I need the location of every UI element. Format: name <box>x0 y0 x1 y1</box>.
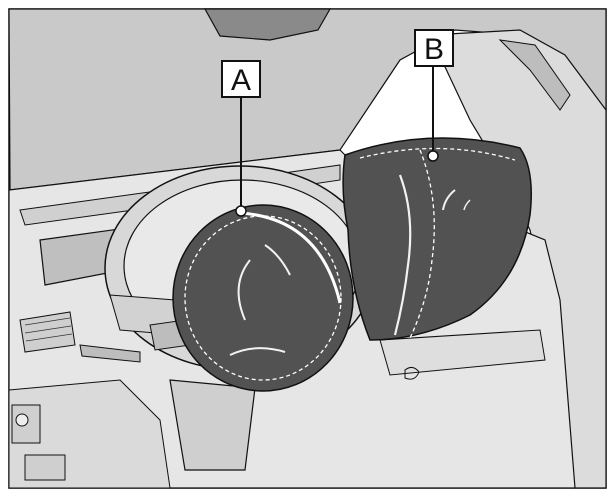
driver-airbag-crease-2 <box>264 244 291 276</box>
lower-storage <box>24 454 66 481</box>
steering-rim-highlight <box>239 211 342 304</box>
steering-column <box>169 379 256 471</box>
rearview-mirror <box>203 8 332 41</box>
callout-a-box <box>221 60 261 98</box>
callout-b-dot <box>427 150 439 162</box>
switch-knob <box>15 413 29 427</box>
driver-airbag <box>172 204 354 392</box>
callout-a-label: A <box>231 64 251 97</box>
air-vent <box>19 311 76 353</box>
callout-b-box <box>414 29 454 67</box>
a-pillar-trim <box>498 39 571 111</box>
glovebox-line <box>379 329 546 376</box>
callout-b-label: B <box>424 33 444 66</box>
passenger-airbag-seam <box>359 147 516 339</box>
driver-airbag-seam <box>184 215 342 381</box>
passenger-airbag-crease-2 <box>442 189 456 211</box>
driver-airbag-crease-3 <box>229 347 286 356</box>
passenger-airbag <box>342 137 532 341</box>
passenger-airbag-crease <box>393 174 412 336</box>
driver-airbag-crease <box>237 259 251 321</box>
passenger-airbag-crease-3 <box>463 199 471 211</box>
vent-slats <box>24 317 73 342</box>
dash-clip <box>404 366 420 380</box>
wiper-stalk <box>79 344 141 363</box>
callout-a-dot <box>235 205 247 217</box>
